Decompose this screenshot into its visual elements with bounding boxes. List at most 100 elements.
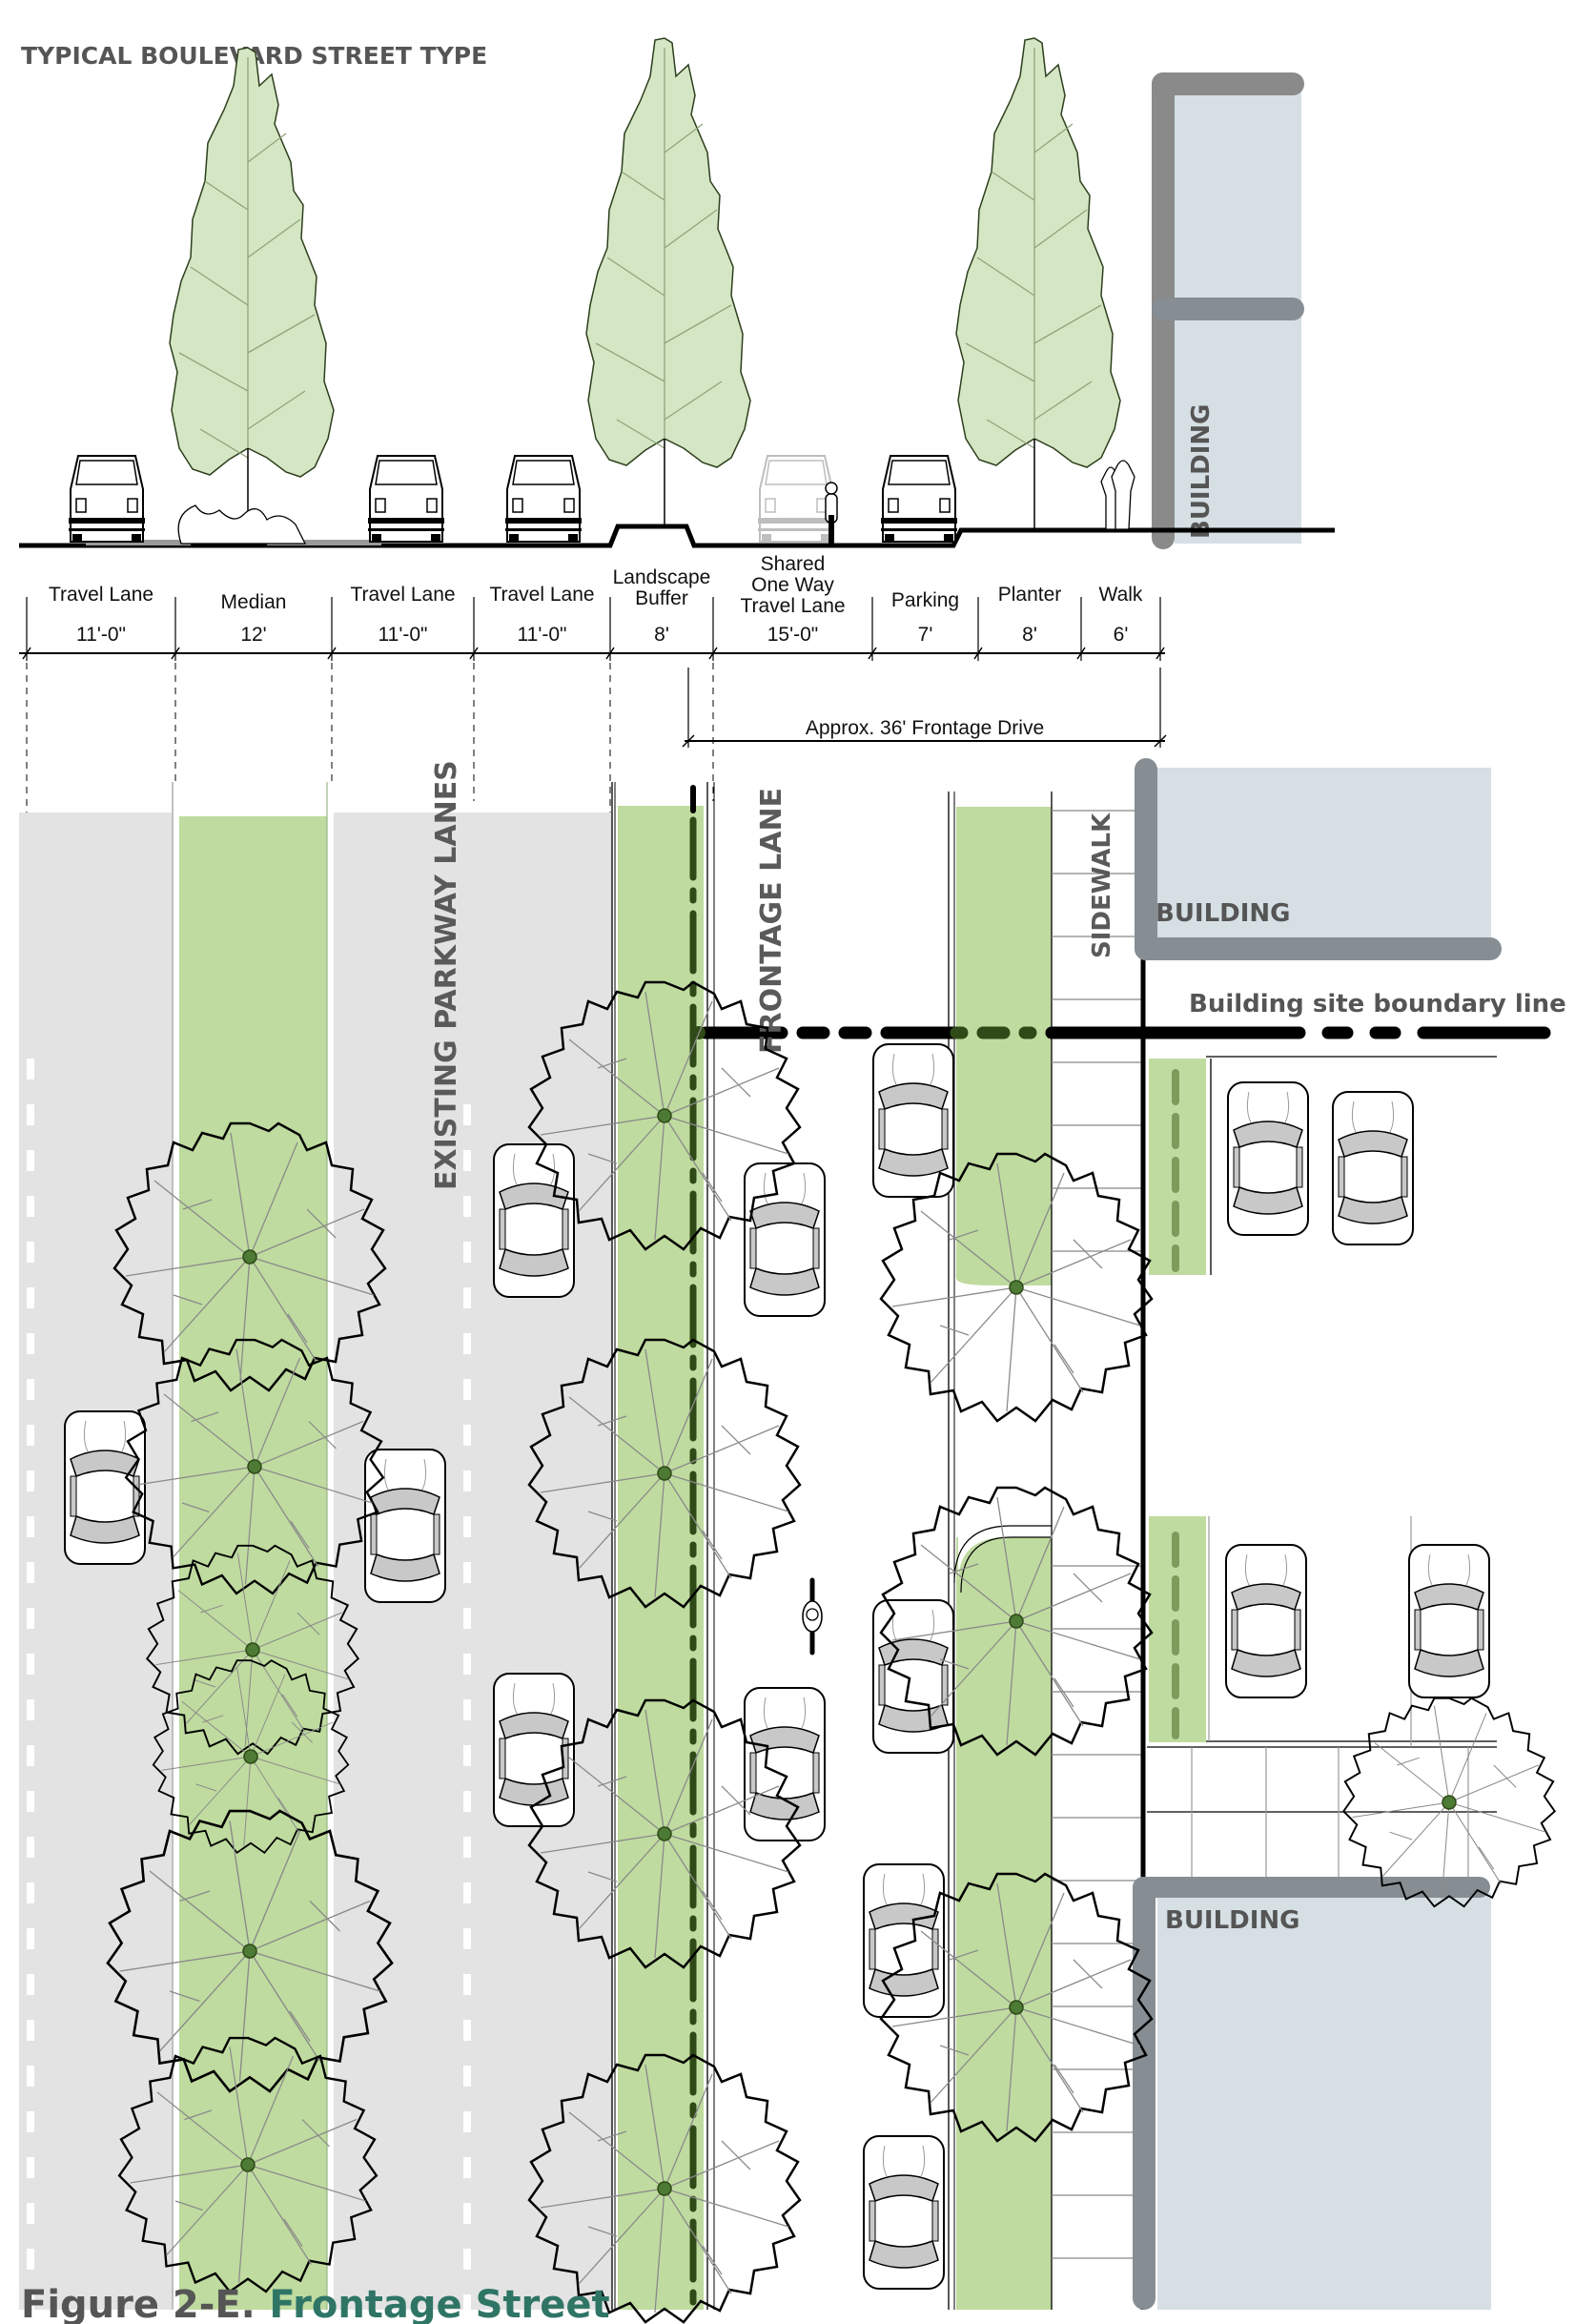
plan-car (1225, 1544, 1307, 1698)
tree-trunk (657, 1108, 672, 1123)
dimension-tick (171, 647, 180, 660)
existing-parkway-lanes-label: EXISTING PARKWAY LANES (430, 760, 463, 1190)
plan-tree (152, 1659, 350, 1854)
segment-dimension: 15'-0" (767, 624, 819, 646)
segment-label: Median (221, 591, 287, 613)
plan-car (364, 1449, 446, 1603)
section-cyclist (825, 482, 838, 544)
segment-label: One Way (751, 574, 834, 596)
figure-title: Frontage Street (269, 2283, 609, 2324)
segment-label: Travel Lane (49, 584, 153, 606)
plan-tree (527, 2053, 802, 2324)
plan-tree (879, 1486, 1154, 1757)
dimension-tick (1156, 647, 1165, 660)
tree-trunk (242, 1249, 257, 1265)
segment-label: Walk (1099, 584, 1143, 606)
planter-strip (956, 807, 1052, 2310)
plan-car (872, 1599, 954, 1754)
segment-dimension: 7' (918, 624, 933, 646)
segment-label: Travel Lane (740, 595, 845, 617)
plan-tree (124, 1338, 385, 1595)
frontage-drive-label: Approx. 36' Frontage Drive (806, 717, 1044, 739)
tree-trunk (657, 1466, 672, 1481)
tree-trunk (1009, 2000, 1024, 2015)
section-building-floor (1152, 298, 1304, 320)
tree-trunk (1442, 1795, 1457, 1810)
street-section: BUILDING (19, 37, 1335, 549)
plan-building-bottom-label: BUILDING (1165, 1906, 1300, 1935)
plan-tree (117, 2036, 378, 2293)
median-shrubs (177, 504, 307, 545)
plan-tree (527, 1338, 802, 1609)
sidewalk-label: SIDEWALK (1088, 812, 1116, 958)
section-ground-line (19, 524, 1335, 548)
section-tree-buffer (585, 37, 751, 468)
plan-car (744, 1687, 826, 1841)
plan-tree (879, 1872, 1154, 2143)
plan-tree (527, 1698, 802, 1969)
section-dimensions: Travel Lane 11'-0" Median 12' Travel Lane 11'… (19, 553, 1165, 973)
plan-building-top (1157, 768, 1491, 947)
plan-tree (1342, 1697, 1556, 1908)
dimension-tick (327, 647, 337, 660)
section-tree-median (169, 47, 335, 478)
street-plan: BUILDING BUILDING (19, 758, 1566, 2324)
section-tree-planter (955, 37, 1121, 468)
segment-dimension: 11'-0" (378, 624, 428, 646)
dimension-tick (22, 647, 31, 660)
segment-label: Buffer (635, 587, 688, 609)
plan-car (64, 1410, 146, 1565)
plan-car (493, 1143, 575, 1298)
plan-building-bottom (1157, 1893, 1491, 2310)
section-car-ghost (757, 455, 835, 543)
plan-building-top-label: BUILDING (1156, 899, 1291, 928)
plan-car (1408, 1544, 1490, 1698)
section-building-label: BUILDING (1187, 403, 1216, 539)
segment-dimension: 6' (1114, 624, 1129, 646)
tree-trunk (657, 2181, 672, 2196)
plan-tree (879, 1152, 1154, 1423)
dimension-tick (973, 647, 983, 660)
dimension-tick (708, 647, 718, 660)
segment-dimension: 12' (240, 624, 266, 646)
segment-label: Travel Lane (489, 584, 594, 606)
boundary-line-label: Building site boundary line (1189, 990, 1566, 1018)
section-building-roof (1152, 72, 1304, 95)
plan-car (744, 1162, 826, 1317)
tree-trunk (240, 2157, 256, 2172)
sidewalk-joints (1052, 810, 1143, 2259)
segment-label: Parking (891, 589, 959, 611)
plan-car (863, 2135, 945, 2290)
dimension-tick (605, 647, 615, 660)
frontage-lane-label: FRONTAGE LANE (755, 788, 788, 1054)
section-car-2 (367, 455, 445, 543)
plan-tree (112, 1121, 387, 1392)
dimension-tick (1076, 647, 1086, 660)
segment-dimension: 11'-0" (76, 624, 126, 646)
segment-label: Landscape (613, 566, 711, 588)
plan-bicycle (802, 1577, 823, 1656)
plan-car (1332, 1091, 1414, 1245)
segment-label: Travel Lane (350, 584, 455, 606)
segment-dimension: 8' (1022, 624, 1037, 646)
section-car-1 (68, 455, 146, 543)
dimension-tick (868, 647, 877, 660)
dimension-tick (469, 647, 479, 660)
section-car-parked (880, 455, 958, 543)
frontage-drive-dimension: Approx. 36' Frontage Drive (682, 668, 1167, 748)
segment-dimension: 8' (654, 624, 669, 646)
plan-tree (146, 1544, 359, 1756)
figure-number: Figure 2-E. (21, 2283, 256, 2324)
segment-label: Shared (761, 553, 826, 575)
tree-trunk (245, 1642, 260, 1657)
tree-trunk (243, 1749, 258, 1764)
figure-caption: Figure 2-E. Frontage Street (21, 2283, 610, 2324)
segment-dimension: 11'-0" (518, 624, 567, 646)
tree-trunk (242, 1944, 257, 1959)
segment-label: Planter (998, 584, 1062, 606)
tree-trunk (247, 1459, 262, 1474)
plan-car (863, 1863, 945, 2018)
plan-car (1227, 1081, 1309, 1236)
plan-tree (106, 1809, 394, 2093)
